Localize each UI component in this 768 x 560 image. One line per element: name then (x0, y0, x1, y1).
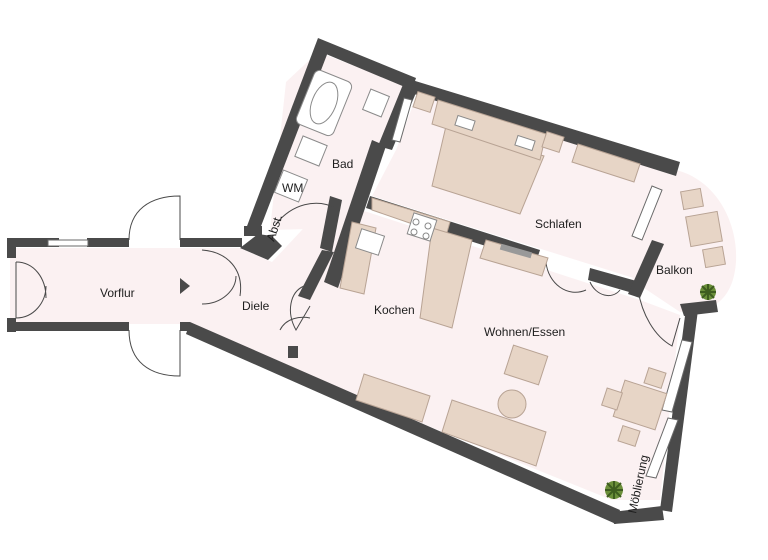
kitchen-sink-icon (354, 228, 386, 256)
room-label-wohnen: Wohnen/Essen (484, 325, 565, 339)
bed-icon (431, 99, 547, 215)
entry-arrow-icon (180, 278, 190, 294)
balkon-chair-bottom (702, 245, 726, 269)
dining-chair-3 (617, 424, 641, 448)
fixtures: WM (180, 69, 726, 499)
dresser (571, 143, 641, 183)
armchair (503, 344, 549, 386)
bathtub-icon (295, 69, 353, 137)
balkon-table (685, 210, 723, 248)
room-label-schlafen: Schlafen (535, 217, 582, 231)
balkon-chair-top (680, 187, 704, 211)
sofa (441, 399, 547, 467)
washing-machine-icon (273, 169, 309, 203)
room-label-bad: Bad (332, 157, 353, 171)
nightstand-right (541, 130, 565, 154)
dining-chair-2 (600, 387, 624, 411)
room-label-balkon: Balkon (656, 263, 693, 277)
room-label-diele: Diele (242, 299, 270, 313)
kitchen-island (419, 227, 473, 329)
dining-chair-1 (643, 366, 667, 390)
windows (391, 97, 693, 479)
wm-label: WM (282, 181, 303, 195)
balkon-floor (632, 170, 737, 312)
stove-icon (406, 212, 438, 242)
doors (15, 195, 681, 377)
toilet-icon (361, 88, 391, 118)
nightstand-left (412, 90, 436, 114)
sink-icon (294, 135, 328, 167)
plant-icon (700, 284, 716, 300)
walls (7, 38, 718, 524)
room-label-kochen: Kochen (374, 303, 415, 317)
coffee-table (497, 389, 527, 419)
cabinet (355, 373, 431, 423)
room-label-vorflur: Vorflur (100, 286, 135, 300)
plant-icon (605, 481, 623, 499)
